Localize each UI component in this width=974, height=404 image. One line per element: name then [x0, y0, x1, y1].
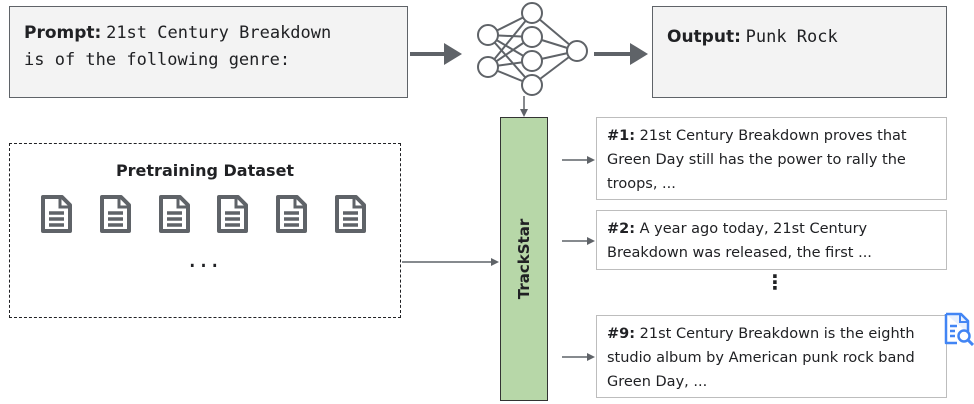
prompt-box: Prompt: 21st Century Breakdown is of the… — [9, 6, 408, 98]
result-box-2: #2: A year ago today, 21st Century Break… — [596, 210, 947, 270]
prompt-text-line2: is of the following genre: — [24, 50, 291, 70]
neural-network-icon — [477, 2, 588, 96]
result-box-1: #1: 21st Century Breakdown proves that G… — [596, 117, 947, 200]
dataset-title: Pretraining Dataset — [115, 161, 295, 180]
pretraining-dataset-box: Pretraining Dataset — [9, 143, 401, 318]
result-2-text: A year ago today, 21st Century Breakdown… — [607, 221, 872, 261]
document-icon — [276, 195, 308, 233]
document-icon — [334, 195, 366, 233]
arrow-network-to-output — [594, 43, 648, 65]
arrow-prompt-to-network — [410, 43, 462, 65]
result-box-3: #9: 21st Century Breakdown is the eighth… — [596, 315, 947, 398]
result-2-rank: #2: — [607, 221, 636, 237]
prompt-label: Prompt: — [24, 23, 102, 43]
document-icon — [158, 195, 190, 233]
prompt-text-line1: 21st Century Breakdown — [106, 23, 332, 43]
trackstar-label: TrackStar — [515, 218, 533, 300]
result-3-rank: #9: — [607, 326, 636, 342]
output-label: Output: — [667, 27, 741, 47]
trackstar-bar — [500, 117, 548, 401]
document-icon-row — [38, 194, 368, 238]
dataset-ellipsis: ... — [188, 244, 222, 274]
document-icon — [217, 195, 249, 233]
search-document-icon[interactable] — [943, 312, 974, 346]
result-3-text: 21st Century Breakdown is the eighth stu… — [607, 326, 915, 390]
document-icon — [41, 195, 72, 233]
result-1-text: 21st Century Breakdown proves that Green… — [607, 128, 907, 192]
document-icon — [99, 195, 131, 233]
output-text: Punk Rock — [745, 27, 838, 47]
output-box: Output: Punk Rock — [652, 6, 947, 98]
vertical-ellipsis: ⋮ — [765, 270, 785, 294]
result-1-rank: #1: — [607, 128, 636, 144]
